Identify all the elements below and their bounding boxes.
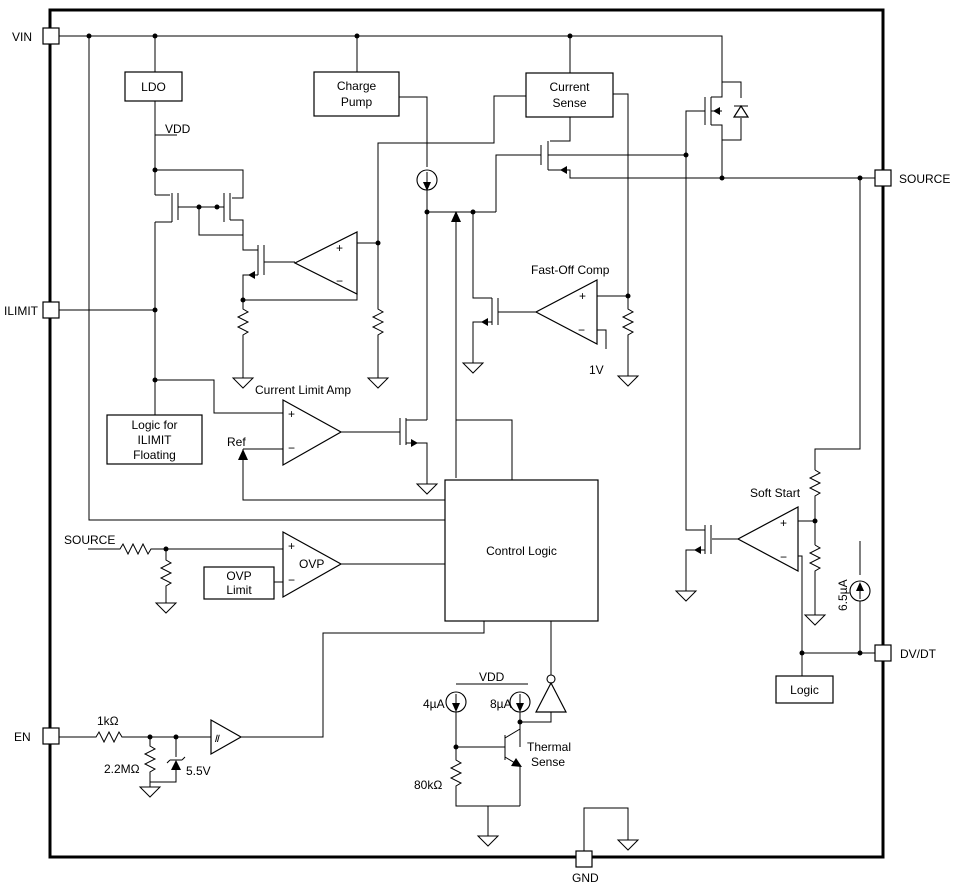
current-sense-label-2: Sense	[552, 96, 586, 110]
sense-net	[366, 95, 526, 389]
fast-off-plus: +	[579, 289, 586, 303]
current-limit-amp: Current Limit Amp + − Ref	[227, 383, 445, 501]
charge-pump-label-2: Pump	[341, 95, 373, 109]
pin-gnd-label: GND	[572, 871, 599, 885]
ldo-label: LDO	[141, 80, 166, 94]
z-55v-label: 5.5V	[186, 764, 211, 778]
logic-ilimit-label-2: ILIMIT	[137, 433, 172, 447]
i-65ua-label: 6.5µA	[836, 579, 850, 611]
ovp-limit-label-1: OVP	[226, 569, 251, 583]
logic-label: Logic	[790, 683, 819, 697]
ss-plus: +	[780, 516, 787, 530]
soft-start-label: Soft Start	[750, 486, 801, 500]
vin-bus	[59, 33, 723, 521]
ovp-minus: −	[288, 573, 295, 587]
sense-fet	[540, 93, 863, 299]
current-limit-amp-label: Current Limit Amp	[255, 383, 351, 397]
one-v-label: 1V	[589, 363, 604, 377]
soft-start: Soft Start + − 6.5µA	[674, 469, 875, 676]
cla-plus: +	[288, 407, 295, 421]
en-input: 1kΩ 2.2MΩ 5.5V Ⅱ	[59, 621, 485, 798]
current-sense-block: Current Sense	[525, 72, 614, 118]
cla-minus: −	[288, 441, 295, 455]
r-22m-label: 2.2MΩ	[104, 762, 140, 776]
logic-ilimit-label-3: Floating	[133, 448, 176, 462]
gnd-net	[583, 807, 640, 851]
sense-opamp-plus: +	[336, 241, 343, 255]
pin-gnd: GND	[572, 850, 599, 885]
vdd-top-label: VDD	[165, 122, 191, 136]
ovp-plus: +	[288, 539, 295, 553]
pin-vin-label: VIN	[12, 30, 32, 44]
pin-en: EN	[14, 727, 60, 745]
fast-off-minus: −	[578, 323, 585, 337]
device-boundary	[48, 8, 885, 859]
charge-pump-block: Charge Pump	[313, 71, 400, 117]
ovp-limit-label-2: Limit	[226, 583, 252, 597]
ldo-block: LDO	[124, 71, 183, 102]
ovp-section: SOURCE + − OVP OVP Limit	[64, 530, 445, 614]
fast-off-comp: Fast-Off Comp + − 1V	[461, 263, 640, 387]
pin-vin: VIN	[12, 27, 60, 45]
ldo-vdd-net: VDD	[152, 101, 191, 195]
current-sense-label-1: Current	[549, 80, 590, 94]
charge-pump-label-1: Charge	[337, 79, 377, 93]
i-8ua-label: 8µA	[490, 697, 512, 711]
gate-net	[399, 96, 541, 478]
control-logic-block: Control Logic	[444, 419, 599, 622]
pin-dvdt: DV/DT	[874, 644, 937, 662]
thermal-sense-label-2: Sense	[531, 755, 565, 769]
r-1k-label: 1kΩ	[97, 714, 119, 728]
vdd-bottom-label: VDD	[479, 670, 505, 684]
dvdt-logic-block: Logic	[775, 675, 834, 704]
sense-opamp: + −	[240, 231, 381, 303]
sense-opamp-minus: −	[336, 274, 343, 288]
pin-dvdt-label: DV/DT	[900, 647, 937, 661]
mirror-resistor	[231, 300, 255, 389]
source-in-label: SOURCE	[64, 533, 115, 547]
pin-en-label: EN	[14, 730, 31, 744]
thermal-sense-label-1: Thermal	[527, 740, 571, 754]
i-4ua-label: 4µA	[423, 697, 445, 711]
current-mirror	[155, 169, 295, 300]
schmitt-icon: Ⅱ	[214, 734, 220, 745]
ilimit-net	[59, 222, 283, 415]
pin-ilimit-label: ILIMIT	[4, 304, 39, 318]
pin-ilimit: ILIMIT	[4, 301, 60, 319]
logic-ilimit-block: Logic for ILIMIT Floating	[106, 414, 203, 465]
fast-off-comp-label: Fast-Off Comp	[531, 263, 610, 277]
logic-ilimit-label-1: Logic for	[131, 418, 177, 432]
r-80k-label: 80kΩ	[414, 778, 442, 792]
ref-label: Ref	[227, 435, 246, 449]
ss-minus: −	[780, 550, 787, 564]
main-fet	[685, 81, 875, 531]
pin-source: SOURCE	[874, 169, 950, 187]
control-logic-label: Control Logic	[486, 544, 557, 558]
thermal-sense: VDD 4µA 8µA Thermal Sense 80kΩ	[414, 621, 571, 847]
pin-source-label: SOURCE	[899, 172, 950, 186]
ovp-label: OVP	[299, 557, 324, 571]
